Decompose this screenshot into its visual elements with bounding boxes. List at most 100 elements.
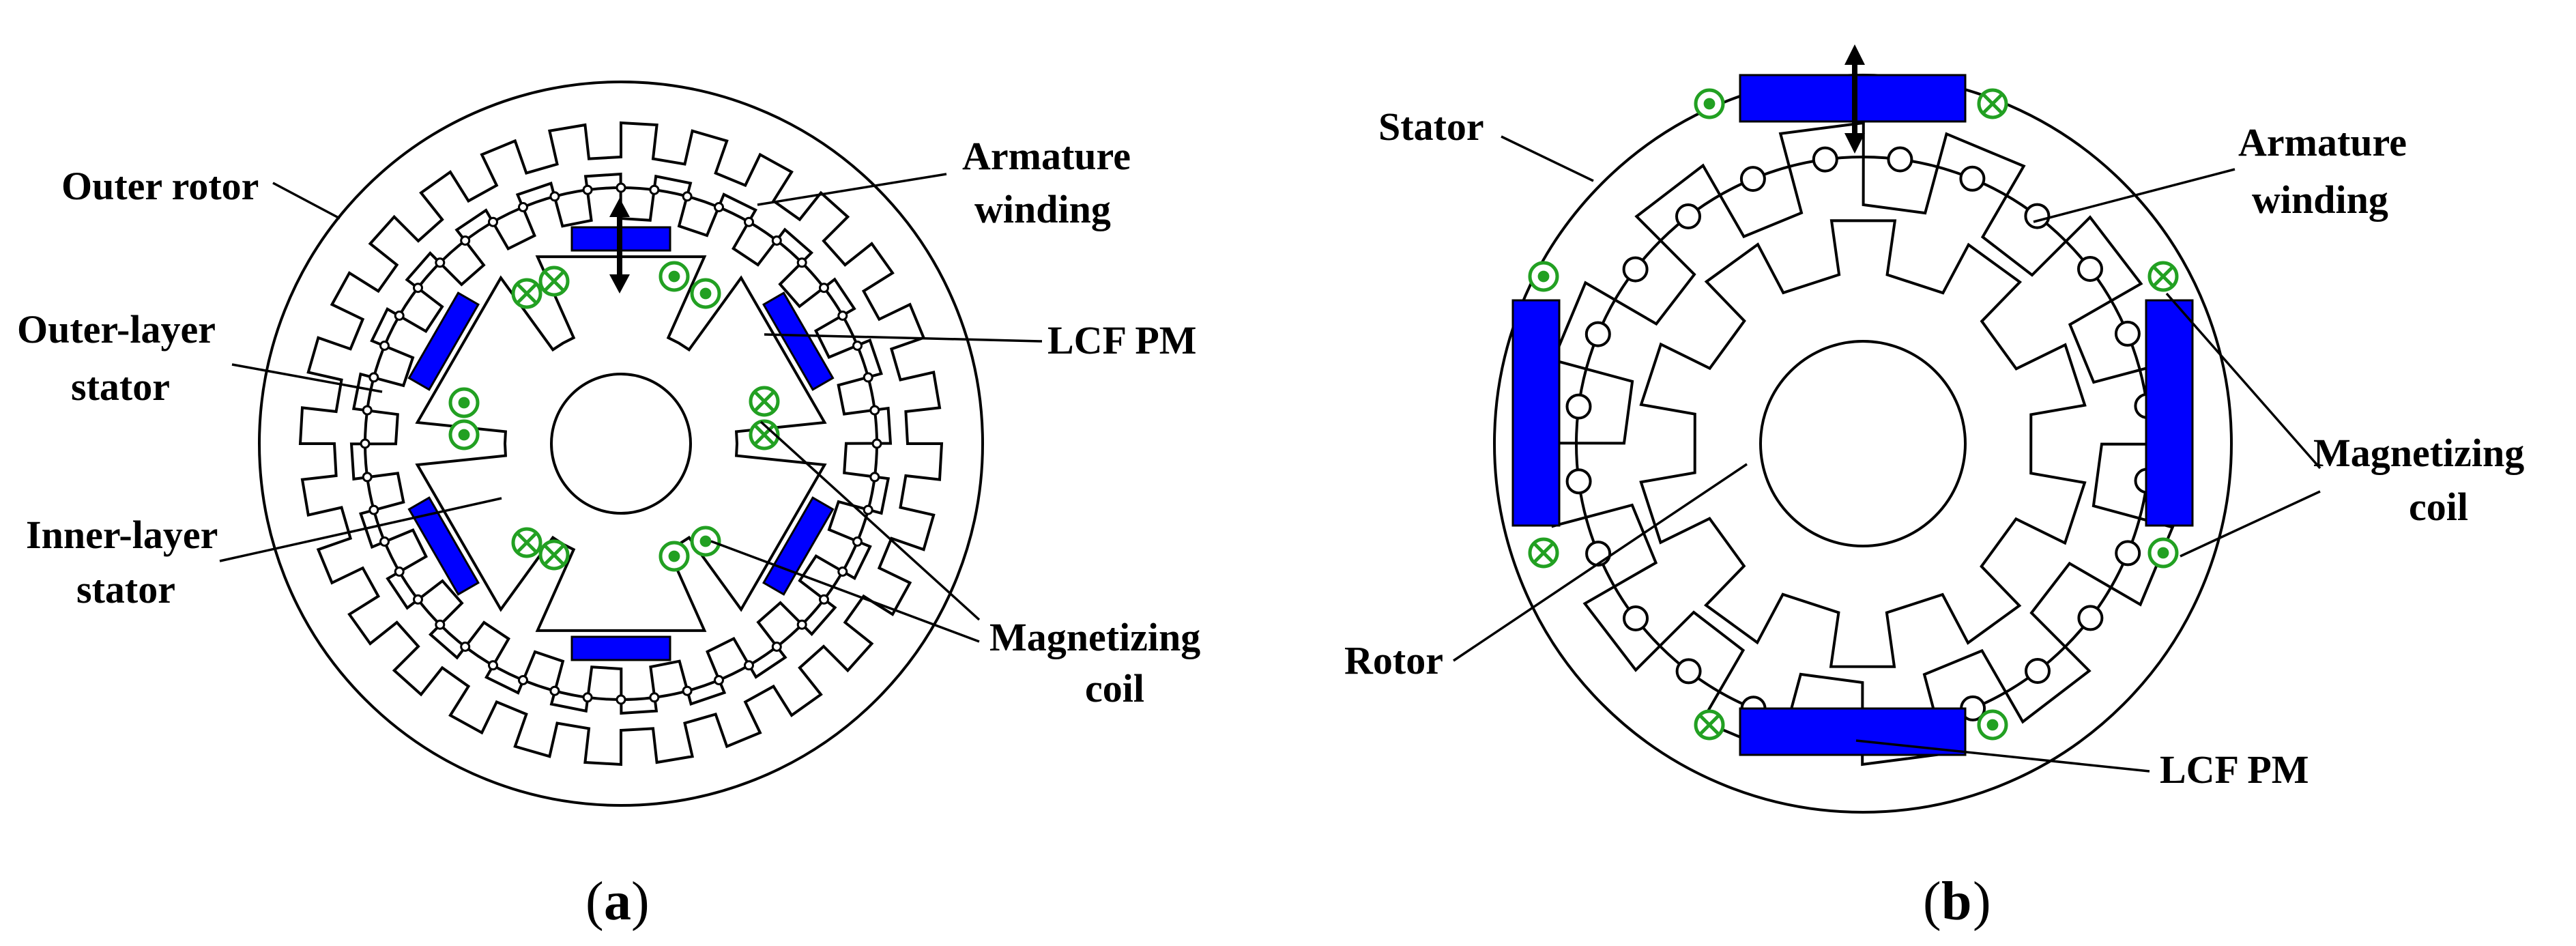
magnetizing-coil-b-dot [2157, 547, 2169, 559]
lcf-pm [762, 496, 835, 596]
magnetizing-coil [448, 387, 480, 418]
winding-conductor [460, 235, 471, 246]
label-lcf-pm-b: LCF PM [2160, 747, 2309, 792]
winding-conductor [771, 642, 782, 652]
winding-conductor [796, 619, 807, 630]
winding-conductor [518, 675, 528, 685]
label-inner-layer-stator-line2: stator [76, 567, 175, 612]
winding-conductor [582, 692, 593, 703]
svg-text:): ) [1973, 872, 1991, 932]
magnetizing-coil [511, 527, 542, 558]
magnetizing-coil-b-dot [1986, 719, 1999, 731]
winding-conductor [871, 438, 882, 449]
diagram-b: Stator Armature winding Magnetizing coil… [1344, 44, 2524, 932]
winding-conductor [852, 341, 863, 351]
winding-conductor [714, 202, 724, 212]
label-outer-rotor: Outer rotor [61, 164, 259, 208]
armature-winding-conductors [360, 182, 882, 705]
magnetizing-coil-dot [699, 535, 712, 547]
rotor [1639, 219, 2087, 668]
winding-conductor [435, 619, 446, 630]
winding-conductor [549, 191, 560, 202]
magnetizing-coil-b-cross2 [1982, 93, 2003, 115]
winding-conductor [819, 283, 829, 293]
magnetizing-coil-b [1977, 709, 2008, 741]
armature-conductor [1623, 605, 1649, 631]
label-magnetizing-coil-line1: Magnetizing [989, 615, 1200, 659]
diagram-a: Outer rotor Outer-layer stator Inner-lay… [17, 81, 1200, 932]
magnetizing-coil-dot [668, 550, 680, 562]
magnetizing-coil-b [2147, 261, 2179, 292]
magnetizing-coil [538, 266, 570, 297]
label-outer-layer-stator-line2: stator [71, 364, 170, 409]
winding-conductor [616, 694, 626, 705]
magnetizing-coil-group-b [1528, 88, 2179, 741]
magnetizing-coil-b-cross2 [1533, 542, 1554, 564]
armature-conductor [1622, 256, 1649, 283]
lcf-pm-group [407, 226, 835, 661]
magnetizing-coil-b [1977, 88, 2008, 119]
magnetizing-coil-b [1528, 537, 1559, 569]
winding-conductor [649, 692, 660, 703]
shaft-b [1759, 340, 1967, 547]
magnetizing-coil [749, 386, 780, 417]
magnetizing-coil-dot [458, 429, 470, 441]
stator-poles [1540, 121, 2186, 766]
winding-conductor [852, 536, 863, 547]
magnetizing-coil [749, 419, 780, 450]
armature-conductor [1959, 165, 1986, 192]
shaft [550, 373, 692, 515]
armature-conductor [1675, 658, 1702, 685]
caption-a: ( a ) [585, 872, 650, 932]
label-lcf-pm: LCF PM [1047, 318, 1197, 362]
winding-conductor [744, 216, 754, 227]
magnetization-arrow-b [1844, 44, 1865, 154]
winding-conductor [413, 283, 423, 293]
winding-conductor [682, 191, 693, 202]
magnetizing-coil [690, 526, 721, 557]
winding-conductor [649, 184, 660, 195]
winding-conductor [796, 257, 807, 268]
winding-conductor [379, 341, 390, 351]
magnetizing-coil-cross2 [543, 544, 565, 566]
magnetizing-coil [448, 419, 480, 450]
armature-conductor [1739, 166, 1766, 192]
outer-rotor-boundary [258, 81, 984, 807]
winding-conductor [362, 472, 373, 483]
armature-conductor [1565, 468, 1592, 495]
magnetizing-coil [659, 541, 690, 572]
outer-rotor-teeth [298, 121, 944, 766]
magnetizing-coil-b-dot [1703, 98, 1716, 110]
magnetizing-coil-dot [458, 397, 470, 409]
armature-conductor [1565, 393, 1592, 420]
svg-text:(: ( [1923, 872, 1941, 932]
svg-text:a: a [604, 872, 631, 932]
armature-conductor [2115, 540, 2141, 567]
magnetizing-coil-b [1694, 709, 1725, 741]
label-stator: Stator [1378, 104, 1484, 149]
winding-conductor [869, 405, 880, 416]
lcf-pm [407, 291, 480, 391]
magnetizing-coil-dot [699, 287, 712, 300]
winding-conductor [488, 216, 498, 227]
armature-conductor [1584, 321, 1611, 347]
winding-conductor [460, 642, 471, 652]
magnetizing-coil-group [448, 261, 780, 572]
winding-conductor [518, 202, 528, 212]
lcf-pm-left [1511, 299, 1561, 527]
winding-conductor [549, 685, 560, 696]
winding-conductor [582, 184, 593, 195]
winding-conductor [837, 311, 848, 321]
armature-conductor [1675, 203, 1701, 229]
label-rotor: Rotor [1344, 638, 1443, 683]
winding-conductor [368, 372, 379, 383]
label-magnetizing-coil-line2: coil [1085, 666, 1144, 711]
winding-conductor [435, 257, 446, 268]
magnetizing-coil-cross2 [543, 270, 565, 292]
winding-conductor [394, 567, 405, 577]
leader-lines-b [1453, 135, 2321, 773]
svg-text:(: ( [585, 872, 604, 932]
magnetizing-coil-cross2 [753, 424, 775, 446]
magnetizing-coil-b-cross2 [1698, 714, 1720, 736]
